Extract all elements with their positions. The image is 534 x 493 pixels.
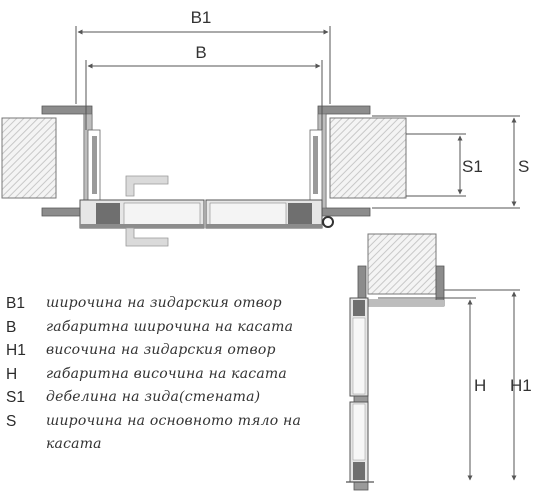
left-wall xyxy=(1,117,57,199)
label-b1: B1 xyxy=(191,8,212,27)
leaf-section-lower xyxy=(349,401,369,483)
label-s1: S1 xyxy=(462,157,483,176)
hinge-icon xyxy=(322,216,334,228)
leaf-section-upper xyxy=(349,297,369,397)
right-wall xyxy=(329,117,407,199)
label-h: H xyxy=(474,376,486,395)
door-leaf-right xyxy=(205,199,323,229)
dimension-s1 xyxy=(406,133,466,197)
plan-view: B1 B S1 S xyxy=(1,8,529,247)
dimension-h1 xyxy=(444,289,520,481)
door-handle-icon xyxy=(125,175,169,247)
label-b: B xyxy=(195,43,206,62)
label-h1: H1 xyxy=(510,376,532,395)
top-wall xyxy=(367,233,437,295)
door-leaf-left xyxy=(79,199,205,229)
dimension-b1 xyxy=(75,26,331,104)
right-frame xyxy=(309,105,371,217)
dimension-b xyxy=(85,60,323,130)
dimension-h xyxy=(378,297,476,481)
section-view: H H1 xyxy=(346,233,532,491)
dimension-s xyxy=(372,115,520,209)
label-s: S xyxy=(518,157,529,176)
